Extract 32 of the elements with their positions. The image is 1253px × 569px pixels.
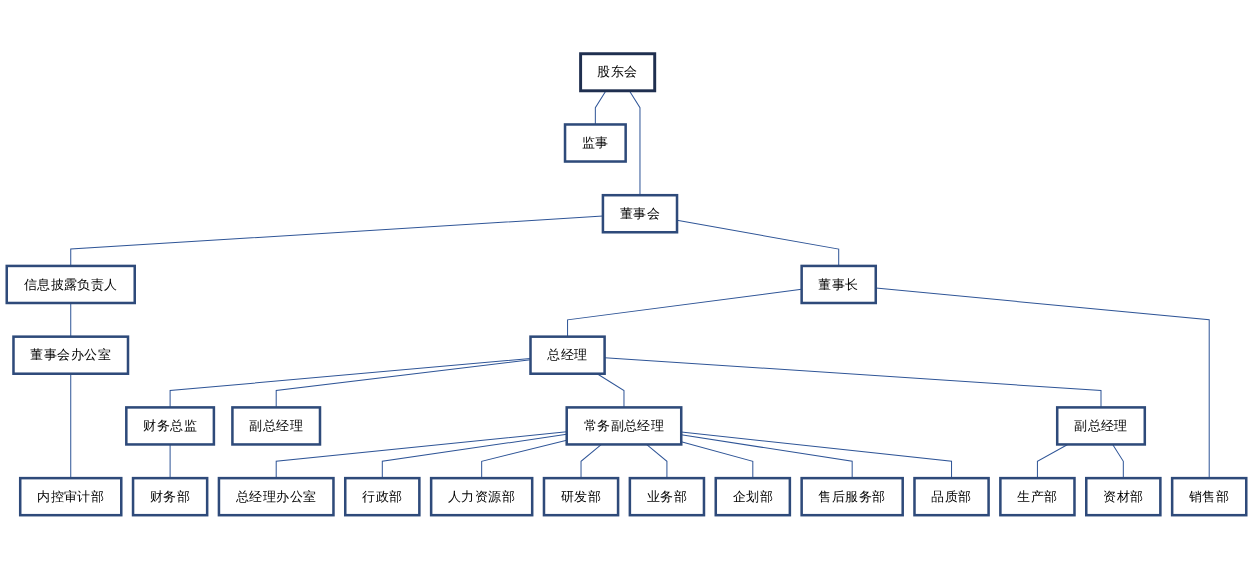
node-box: 企划部 [714, 476, 792, 517]
node-box: 监事 [563, 123, 627, 163]
connector [628, 90, 641, 196]
connector [594, 90, 607, 125]
connector [275, 359, 531, 408]
node-box: 研发部 [542, 476, 620, 517]
node-box: 人力资源部 [429, 476, 534, 517]
node-box: 销售部 [1170, 476, 1248, 517]
node-box: 售后服务部 [800, 476, 904, 517]
node-box: 股东会 [579, 52, 657, 93]
node-box: 品质部 [913, 476, 990, 517]
node-box: 资材部 [1085, 476, 1162, 517]
connector [604, 357, 1102, 408]
node-box: 副总经理 [1055, 406, 1147, 446]
connector [169, 358, 531, 408]
node-box: 常务副总经理 [565, 406, 683, 446]
node-box: 董事会 [601, 193, 679, 234]
node-box: 财务总监 [125, 406, 216, 446]
connector [875, 287, 1210, 479]
node-box: 行政部 [344, 476, 421, 517]
node-box: 内控审计部 [18, 476, 123, 517]
node-box: 董事会办公室 [12, 335, 130, 375]
node-box: 董事长 [800, 264, 877, 305]
connector [70, 373, 72, 479]
node-box: 总经理办公室 [217, 476, 335, 517]
connector [596, 373, 625, 408]
node-box: 副总经理 [231, 406, 322, 446]
node-box: 总经理 [529, 335, 606, 375]
node-box: 信息披露负责人 [5, 264, 136, 305]
node-box: 业务部 [628, 476, 706, 517]
node-box: 财务部 [131, 476, 209, 517]
node-box: 生产部 [999, 476, 1076, 517]
